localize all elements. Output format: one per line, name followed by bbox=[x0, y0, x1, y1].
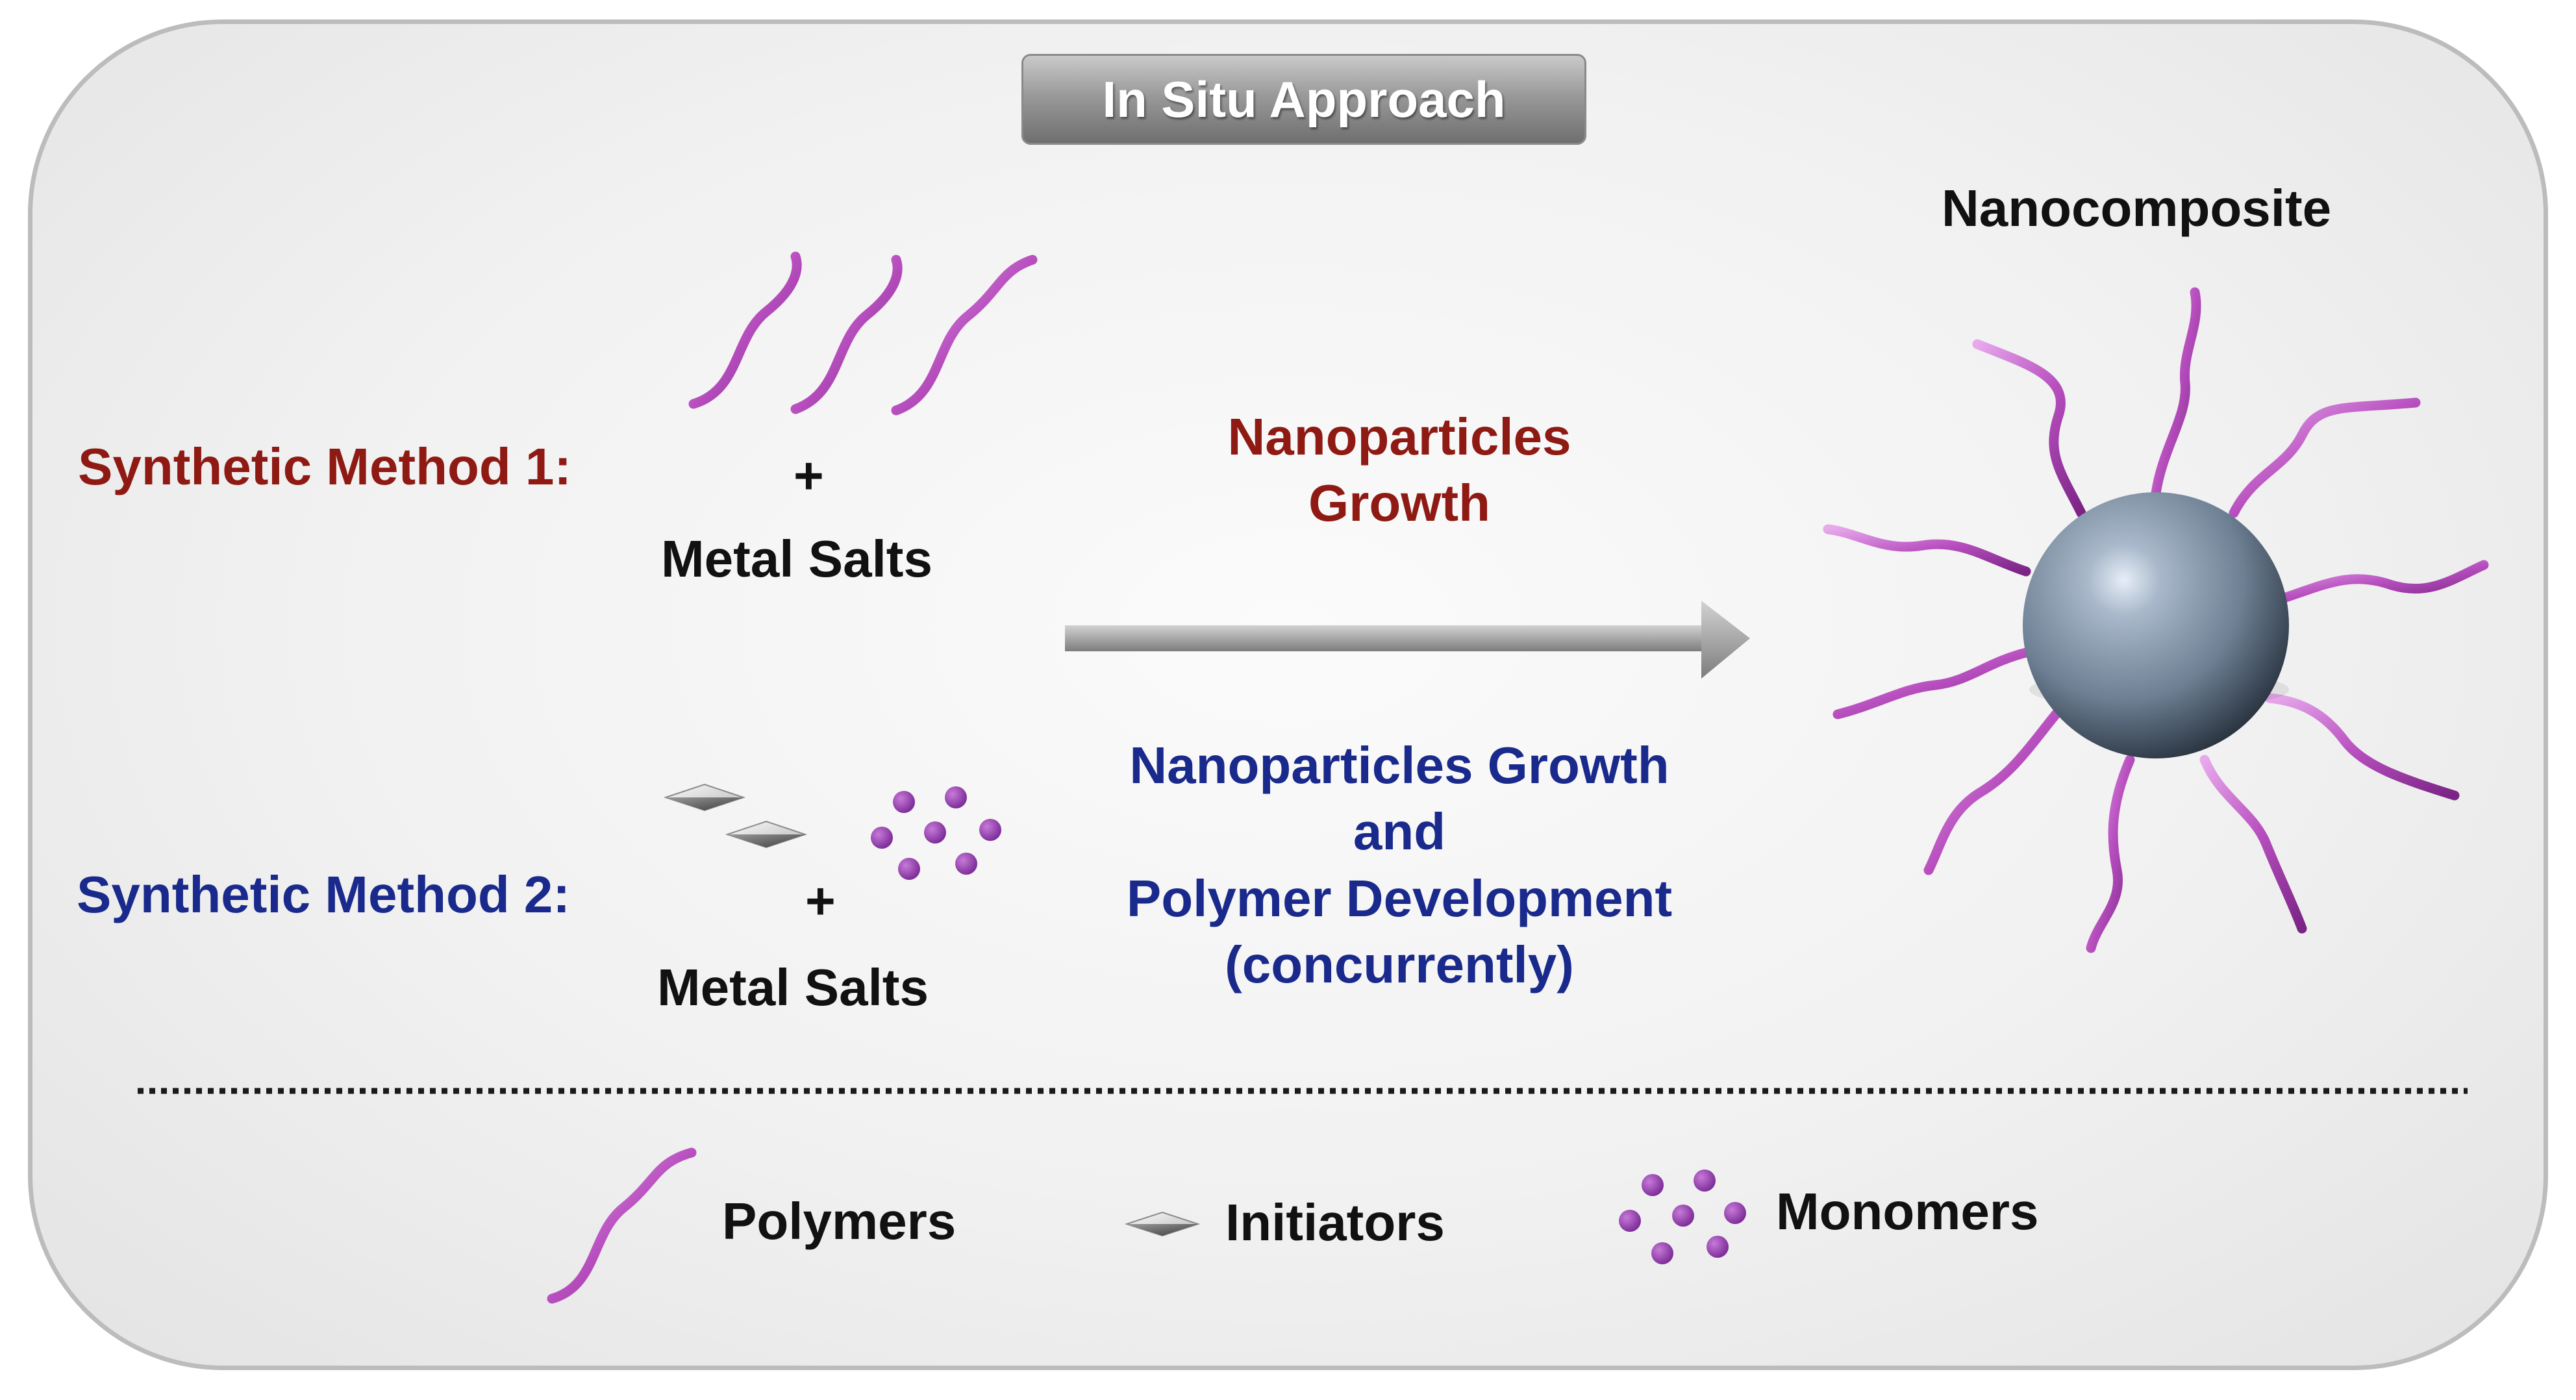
method2-process-line-1: Nanoparticles Growth bbox=[1129, 736, 1669, 794]
legend-monomers-label: Monomers bbox=[1776, 1182, 2039, 1240]
method2-process-line-3: Polymer Development bbox=[1126, 869, 1673, 927]
nanoparticle-sphere-icon bbox=[2023, 492, 2289, 758]
nanocomposite-label: Nanocomposite bbox=[1942, 179, 2332, 237]
method2-plus: + bbox=[805, 872, 836, 930]
nanocomposite-polymer-chains bbox=[1823, 287, 2489, 953]
method2-process-line-4: (concurrently) bbox=[1225, 936, 1574, 994]
method1-process-line-2: Growth bbox=[1308, 474, 1490, 532]
method1-polymers bbox=[688, 251, 1038, 416]
method2-initiators bbox=[663, 783, 808, 849]
initiator-diamond-icon bbox=[1124, 1211, 1201, 1237]
method2-label: Synthetic Method 2: bbox=[77, 866, 571, 923]
legend-initiators-label: Initiators bbox=[1225, 1194, 1445, 1251]
method1-plus: + bbox=[794, 447, 824, 505]
method1-process-line-1: Nanoparticles bbox=[1227, 408, 1571, 466]
legend-polymers-label: Polymers bbox=[722, 1192, 957, 1250]
method2-reagent: Metal Salts bbox=[657, 958, 929, 1016]
monomer-dots-icon bbox=[1619, 1169, 1746, 1264]
reaction-arrow bbox=[1065, 601, 1750, 679]
method2-process-line-2: and bbox=[1353, 803, 1446, 861]
method1-reagent: Metal Salts bbox=[661, 530, 932, 588]
method1-label: Synthetic Method 1: bbox=[78, 438, 572, 495]
polymer-chain-icon bbox=[547, 1147, 697, 1304]
method2-process: Nanoparticles Growth and Polymer Develop… bbox=[1045, 732, 1753, 999]
method2-monomers bbox=[871, 786, 1001, 880]
diagram-title: In Situ Approach bbox=[1021, 54, 1586, 145]
method1-process: Nanoparticles Growth bbox=[1078, 404, 1721, 537]
